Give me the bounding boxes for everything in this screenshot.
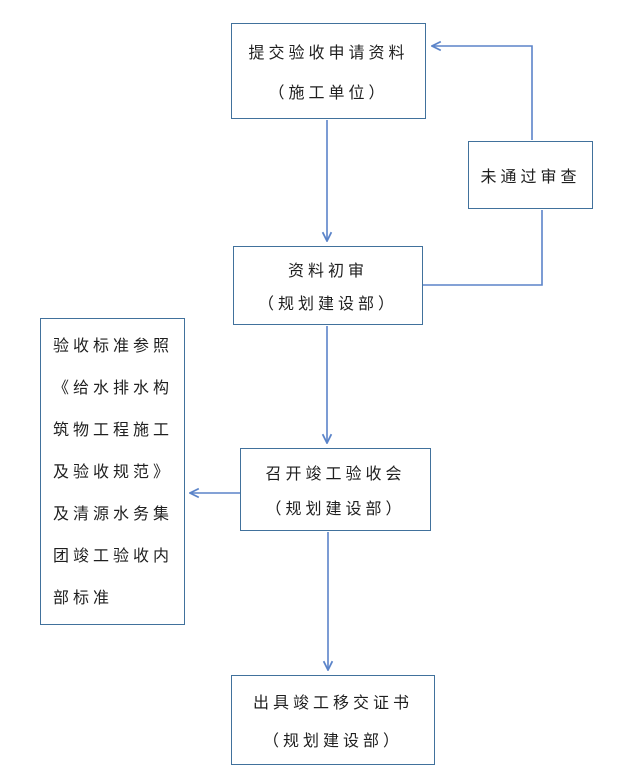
box-text-line: 提交验收申请资料: [248, 45, 409, 63]
box-text-line: 部标准: [53, 590, 114, 607]
box-text-line: 团竣工验收内: [53, 548, 174, 565]
connector-initial-to-notpassed: [423, 210, 543, 286]
box-text-line: 资料初审: [287, 262, 368, 280]
box-text-line: （规划建设部）: [262, 732, 403, 750]
box-text-line: 验收标准参照: [53, 338, 174, 355]
box-text-line: 《给水排水构: [53, 380, 174, 397]
box-text-line: 召开竣工验收会: [265, 466, 406, 483]
box-text-line: 及验收规范》: [53, 464, 174, 481]
flow-box-not-passed-review: 未通过审查: [468, 141, 593, 209]
flow-box-initial-review: 资料初审 （规划建设部）: [233, 246, 423, 325]
box-text-line: 未通过审查: [480, 169, 581, 186]
box-text-line: 及清源水务集: [53, 506, 174, 523]
box-text-line: （规划建设部）: [257, 296, 398, 314]
box-text-line: （施工单位）: [268, 84, 389, 102]
box-text-line: （规划建设部）: [265, 501, 406, 518]
flow-box-submit-application: 提交验收申请资料 （施工单位）: [231, 23, 426, 119]
flow-box-acceptance-meeting: 召开竣工验收会 （规划建设部）: [240, 448, 431, 531]
flow-box-issue-certificate: 出具竣工移交证书 （规划建设部）: [231, 675, 435, 765]
flow-box-acceptance-standards: 验收标准参照 《给水排水构 筑物工程施工 及验收规范》 及清源水务集 团竣工验收…: [40, 318, 185, 625]
box-text-line: 筑物工程施工: [53, 422, 174, 439]
connector-notpassed-to-submit: [432, 46, 533, 140]
box-text-line: 出具竣工移交证书: [252, 695, 413, 713]
